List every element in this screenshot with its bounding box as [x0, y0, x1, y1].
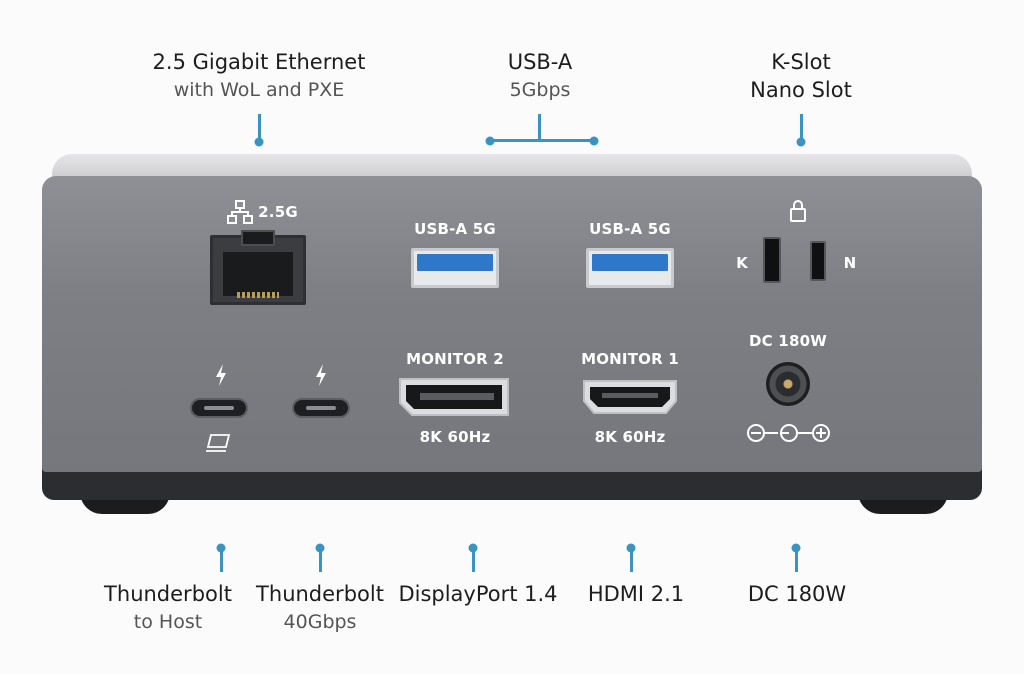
lock-icon — [790, 200, 806, 222]
leader-hdmi — [630, 548, 633, 572]
callout-hdmi: HDMI 2.1 — [588, 580, 684, 608]
usba-left-label: USB-A 5G — [414, 220, 496, 238]
leader-tb-host — [220, 548, 223, 572]
callout-ethernet: 2.5 Gigabit Ethernet with WoL and PXE — [153, 48, 366, 104]
callout-tb-40: Thunderbolt 40Gbps — [256, 580, 384, 636]
leader-dc — [795, 548, 798, 572]
usba-port-left[interactable] — [411, 248, 499, 288]
callout-tb-40-title: Thunderbolt — [256, 582, 384, 606]
monitor1-label: MONITOR 1 — [581, 350, 679, 368]
network-icon — [227, 200, 253, 224]
leader-ethernet-dot — [254, 137, 264, 147]
nano-slot[interactable] — [810, 241, 826, 281]
usba-port-right[interactable] — [586, 248, 674, 288]
displayport-port[interactable] — [398, 377, 510, 417]
thunderbolt-host-port[interactable] — [190, 398, 248, 418]
dc-label: DC 180W — [749, 332, 827, 350]
callout-usba-sub: 5Gbps — [509, 79, 571, 101]
monitor1-res: 8K 60Hz — [594, 428, 666, 446]
leader-tb-40-dot — [315, 543, 325, 553]
callout-dp-title: DisplayPort 1.4 — [398, 582, 558, 606]
leader-usba-bar — [490, 139, 594, 142]
callout-usba: USB-A 5Gbps — [508, 48, 573, 104]
ethernet-label: 2.5G — [258, 203, 298, 221]
kslot-k-label: K — [736, 254, 748, 272]
callout-kslot-sub: Nano Slot — [750, 78, 852, 102]
kslot-n-label: N — [843, 254, 857, 272]
thunderbolt-40gbps-port[interactable] — [292, 398, 350, 418]
monitor2-res: 8K 60Hz — [419, 428, 491, 446]
callout-dc-title: DC 180W — [747, 582, 847, 606]
leader-usba-dot-right — [589, 136, 599, 146]
leader-tb-40 — [319, 548, 322, 572]
leader-kslot — [800, 114, 803, 140]
leader-usba — [538, 114, 541, 140]
ethernet-port[interactable] — [210, 230, 306, 305]
thunderbolt-icon — [216, 364, 226, 386]
callout-dp: DisplayPort 1.4 — [398, 580, 557, 608]
usba-right-label: USB-A 5G — [589, 220, 671, 238]
callout-kslot: K-Slot Nano Slot — [750, 48, 852, 104]
callout-tb-40-sub: 40Gbps — [283, 611, 357, 633]
callout-dc: DC 180W — [748, 580, 846, 608]
callout-hdmi-title: HDMI 2.1 — [587, 582, 685, 606]
dc-polarity-icon — [747, 424, 830, 442]
leader-dc-dot — [791, 543, 801, 553]
laptop-icon — [206, 434, 231, 452]
hdmi-port[interactable] — [582, 379, 678, 415]
callout-tb-host: Thunderbolt to Host — [104, 580, 232, 636]
leader-dp — [472, 548, 475, 572]
callout-kslot-title: K-Slot — [771, 50, 831, 74]
kslot[interactable] — [763, 237, 781, 283]
leader-tb-host-dot — [216, 543, 226, 553]
leader-hdmi-dot — [626, 543, 636, 553]
thunderbolt-icon — [316, 364, 326, 386]
callout-ethernet-sub: with WoL and PXE — [173, 79, 345, 101]
device-front-panel — [42, 176, 982, 472]
callout-tb-host-sub: to Host — [133, 611, 203, 633]
leader-dp-dot — [468, 543, 478, 553]
leader-ethernet — [258, 114, 261, 140]
leader-usba-dot-left — [485, 136, 495, 146]
callout-usba-title: USB-A — [507, 50, 573, 74]
monitor2-label: MONITOR 2 — [406, 350, 504, 368]
leader-kslot-dot — [796, 137, 806, 147]
dc-jack[interactable] — [766, 362, 810, 406]
callout-ethernet-title: 2.5 Gigabit Ethernet — [152, 50, 366, 74]
callout-tb-host-title: Thunderbolt — [104, 582, 232, 606]
